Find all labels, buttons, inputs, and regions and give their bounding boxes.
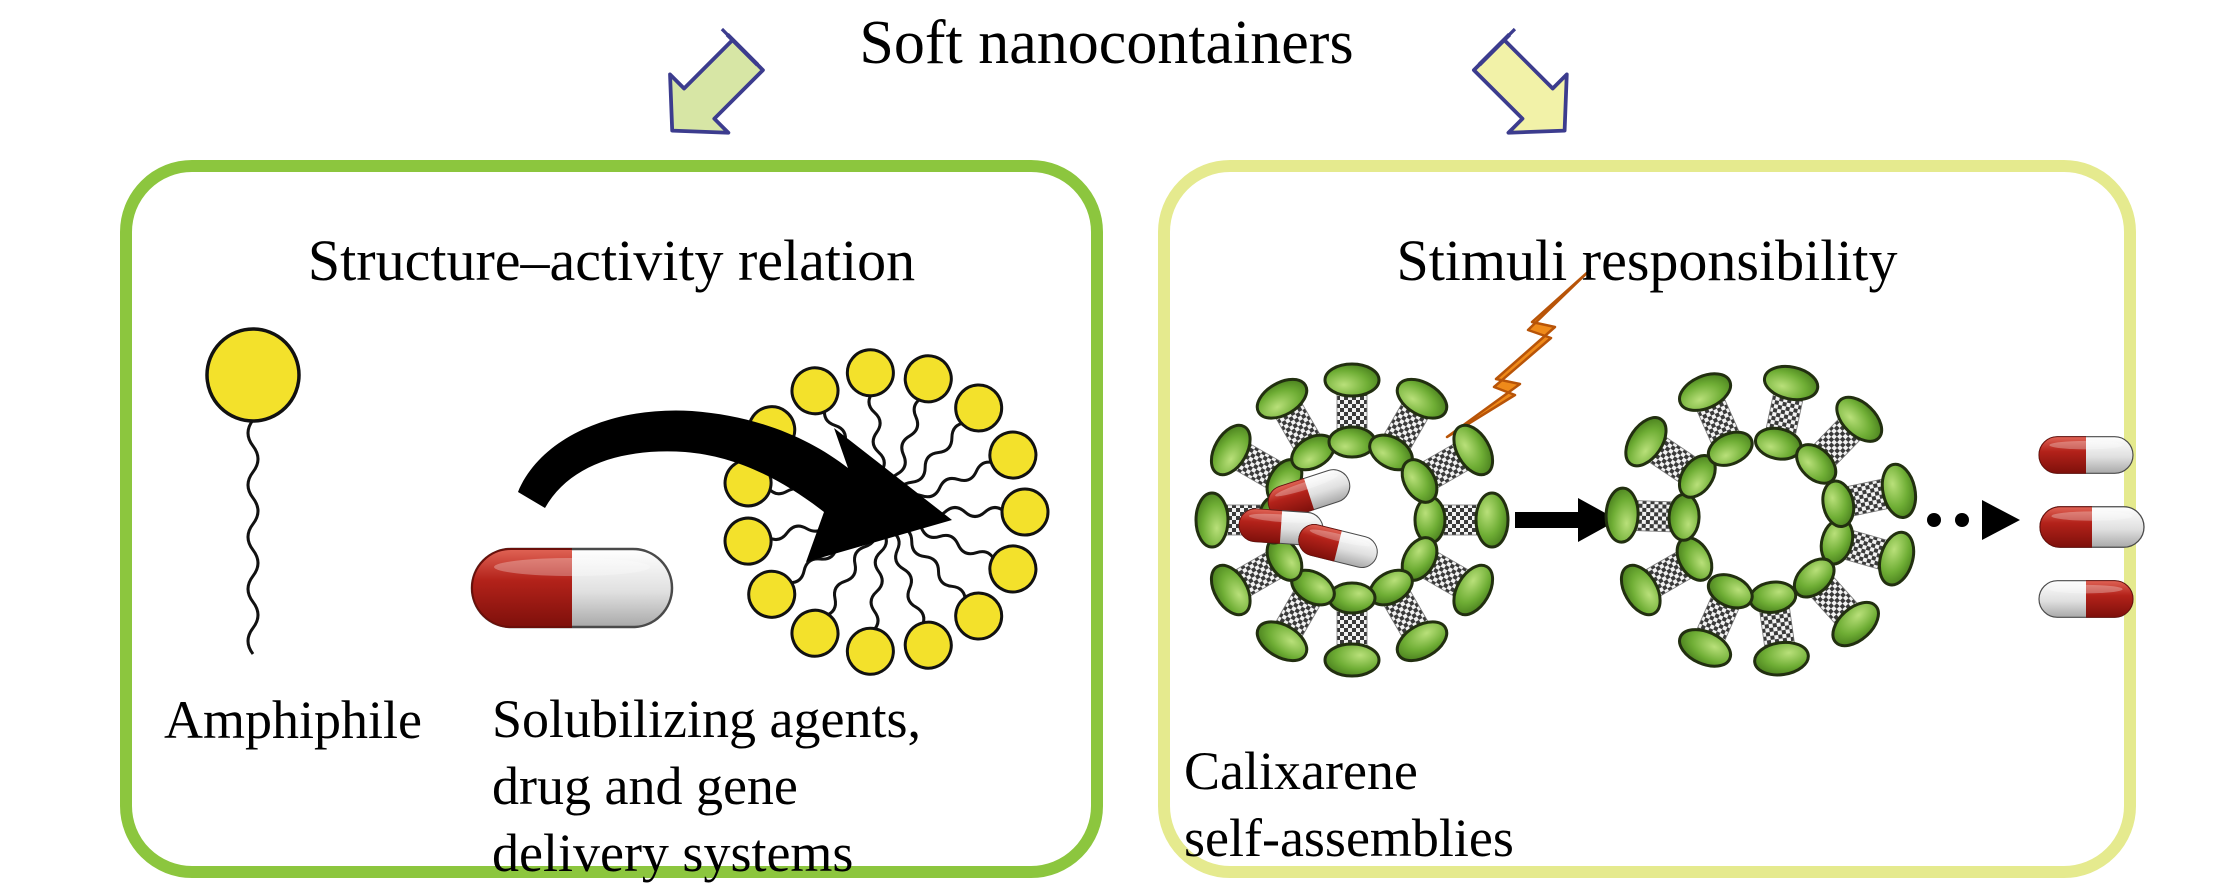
applications-label: Solubilizing agents, drug and gene deliv… xyxy=(492,689,921,883)
left-panel-title: Structure–activity relation xyxy=(307,228,916,293)
figure-title: Soft nanocontainers xyxy=(859,9,1354,77)
lightning-icon xyxy=(1445,268,1592,439)
down-right-arrow-icon xyxy=(1471,27,1569,135)
curved-arrow-icon xyxy=(518,410,952,562)
drug-pill-icon xyxy=(472,549,672,627)
released-pills xyxy=(2039,437,2144,618)
calixarene-vesicle-open xyxy=(1603,360,1922,680)
calixarene-label: Calixarene self-assemblies xyxy=(1184,741,1514,868)
dotted-arrow-icon xyxy=(1927,500,2020,540)
down-left-arrow-icon xyxy=(668,27,765,135)
amphiphile-illustration xyxy=(205,327,301,655)
solid-arrow-icon xyxy=(1515,498,1618,542)
amphiphile-label: Amphiphile xyxy=(164,690,422,750)
right-panel-title: Stimuli responsibility xyxy=(1396,228,1898,293)
